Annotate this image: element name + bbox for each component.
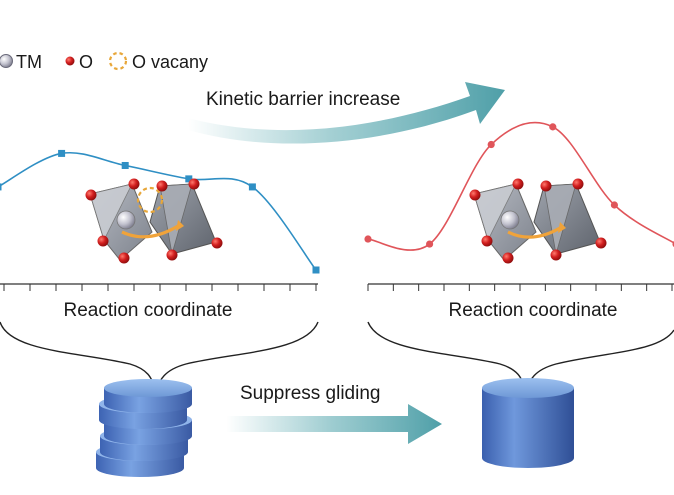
right-curve-point-1 — [426, 240, 434, 248]
left-curve-point-3 — [185, 175, 193, 183]
cylinder-top — [482, 378, 574, 398]
top-arrow-shape — [188, 82, 505, 144]
right-oxygen-atoms — [469, 178, 607, 264]
left-tm-atom — [116, 210, 136, 230]
right-axis-ticks — [367, 284, 673, 291]
left-migration-arrow — [121, 224, 179, 239]
right-axis: Reaction coordinate — [367, 283, 674, 321]
left-oxygen-atoms — [85, 178, 223, 264]
left-axis-ticks — [3, 284, 317, 291]
right-migration-arrow — [507, 226, 561, 239]
left-curve-point-2 — [121, 161, 129, 169]
right-tm-atom — [500, 210, 520, 230]
oxygen-legend-icon — [65, 56, 75, 66]
kinetic-barrier-arrow: Kinetic barrier increase — [188, 82, 505, 144]
right-curve-point-0 — [364, 235, 372, 243]
right-octahedra-structure — [469, 178, 607, 264]
suppress-gliding-arrow: Suppress gliding — [226, 383, 442, 444]
right-xlabel: Reaction coordinate — [449, 300, 618, 321]
bottom-arrow-shape — [226, 404, 442, 444]
legend-vacancy-label: O vacany — [132, 52, 208, 72]
left-octahedra-structure — [85, 178, 223, 264]
plate-1 — [104, 379, 192, 413]
left-curve-line — [0, 151, 317, 271]
right-curve-point-2 — [487, 140, 495, 149]
left-energy-curve — [0, 149, 320, 274]
top-arrow-label: Kinetic barrier increase — [206, 89, 400, 110]
right-energy-curve — [364, 121, 674, 251]
legend: TM O O vacany — [0, 51, 208, 72]
left-xlabel: Reaction coordinate — [64, 300, 233, 321]
tm-legend-icon — [0, 54, 13, 68]
solid-cylinder — [482, 378, 574, 468]
legend-o-label: O — [79, 52, 93, 72]
gliding-layers-stack — [96, 379, 192, 477]
legend-tm-label: TM — [16, 52, 42, 72]
left-curve-point-4 — [248, 183, 256, 191]
left-curve-point-5 — [312, 266, 320, 274]
vacancy-legend-icon — [108, 51, 128, 71]
right-curve-point-3 — [549, 123, 557, 131]
left-axis: Reaction coordinate — [0, 283, 318, 321]
left-vacancy-marker — [136, 186, 164, 214]
left-curve-point-1 — [58, 149, 66, 157]
bottom-arrow-label: Suppress gliding — [240, 383, 380, 404]
left-curve-point-0 — [0, 183, 2, 191]
right-curve-point-4 — [610, 201, 619, 209]
